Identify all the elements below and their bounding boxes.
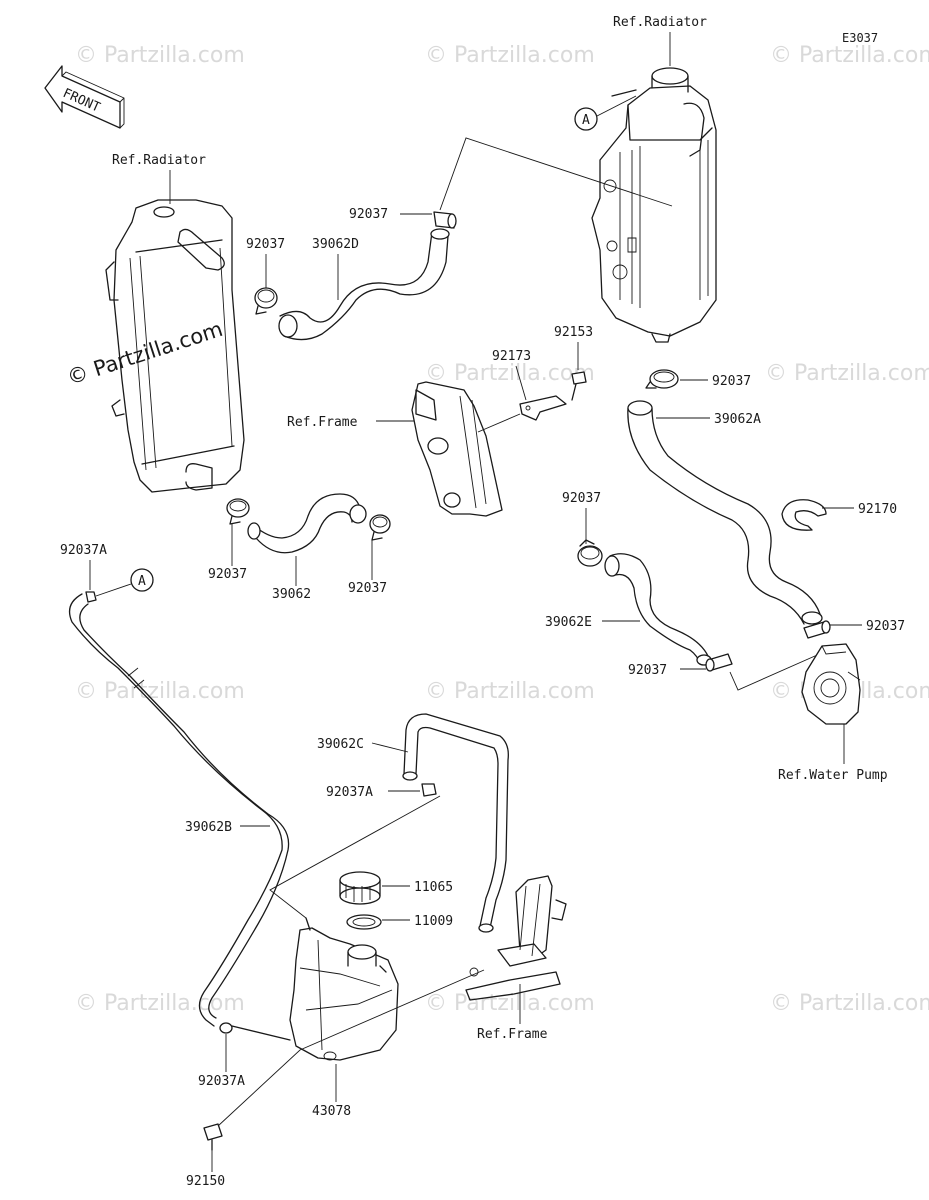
callout-92037-lowleft: 92037 bbox=[208, 567, 247, 582]
callout-43078: 43078 bbox=[312, 1104, 351, 1119]
callout-11009: 11009 bbox=[414, 914, 453, 929]
radiator-right bbox=[591, 67, 717, 343]
callout-92037-pump: 92037 bbox=[866, 619, 905, 634]
hose-joint-92037-top bbox=[433, 211, 457, 229]
hose-joint-92037-hose bbox=[705, 653, 733, 672]
connector-bolt-frame bbox=[217, 969, 485, 1127]
clip-92037a-top bbox=[85, 591, 97, 603]
watermark-9: © Partzilla.com bbox=[75, 991, 245, 1016]
clamp-92037-lowleft bbox=[226, 498, 250, 525]
callout-92150: 92150 bbox=[186, 1174, 225, 1189]
callout-11065: 11065 bbox=[414, 880, 453, 895]
marker-a-left-letter: A bbox=[138, 574, 146, 589]
cap-11065 bbox=[339, 871, 381, 905]
bolt-92150 bbox=[203, 1123, 223, 1151]
clamp-92170 bbox=[781, 499, 827, 531]
bolt-92153 bbox=[571, 371, 587, 401]
callout-92037-left: 92037 bbox=[246, 237, 285, 252]
clamp-92037-lowmid bbox=[369, 514, 391, 541]
clip-92037a-bottom bbox=[219, 1022, 291, 1041]
clamp-92037-right bbox=[645, 369, 679, 389]
watermark-dark: © Partzilla.com bbox=[64, 317, 226, 390]
callout-92153: 92153 bbox=[554, 325, 593, 340]
callout-92037-top: 92037 bbox=[349, 207, 388, 222]
callout-92037-right: 92037 bbox=[712, 374, 751, 389]
watermark-2: © Partzilla.com bbox=[425, 43, 595, 68]
callout-39062D: 39062D bbox=[312, 237, 359, 252]
watermark-7: © Partzilla.com bbox=[425, 679, 595, 704]
ref-radiator-left-label: Ref.Radiator bbox=[112, 153, 206, 168]
marker-a-top: A bbox=[574, 95, 637, 131]
clip-92037a-mid bbox=[421, 783, 437, 797]
water-pump bbox=[801, 643, 861, 725]
ref-water-pump-label: Ref.Water Pump bbox=[778, 768, 888, 783]
hose-39062a bbox=[627, 400, 823, 625]
callout-92037-e: 92037 bbox=[562, 491, 601, 506]
watermark-11: © Partzilla.com bbox=[770, 991, 929, 1016]
hose-39062e bbox=[604, 553, 712, 666]
hose-39062 bbox=[247, 493, 367, 554]
callout-92037A-top: 92037A bbox=[60, 543, 107, 558]
callout-92170: 92170 bbox=[858, 502, 897, 517]
callout-39062A: 39062A bbox=[714, 412, 761, 427]
watermark-3: © Partzilla.com bbox=[770, 43, 929, 68]
hose-39062c bbox=[402, 713, 509, 933]
leader-bracket-frame bbox=[477, 413, 521, 433]
radiator-left bbox=[105, 199, 245, 493]
ref-radiator-right-label: Ref.Radiator bbox=[613, 15, 707, 30]
frame-middle bbox=[411, 381, 503, 517]
frame-bottom bbox=[465, 875, 567, 1001]
callout-39062E: 39062E bbox=[545, 615, 592, 630]
watermark-6: © Partzilla.com bbox=[75, 679, 245, 704]
connector-top-hose bbox=[439, 137, 673, 211]
leader-39062C bbox=[371, 742, 409, 753]
leader-92173 bbox=[515, 365, 527, 401]
hose-joint-92037-pump bbox=[803, 620, 831, 639]
callout-39062C: 39062C bbox=[317, 737, 364, 752]
callout-39062: 39062 bbox=[272, 587, 311, 602]
diagram-code: E3037 bbox=[842, 31, 878, 45]
marker-a-top-letter: A bbox=[582, 113, 590, 128]
watermark-1: © Partzilla.com bbox=[75, 43, 245, 68]
reservoir-tank bbox=[289, 917, 399, 1061]
gasket-11009 bbox=[346, 914, 382, 930]
front-arrow-icon: FRONT bbox=[44, 65, 125, 129]
connector-pump-hose bbox=[729, 651, 825, 691]
marker-a-left: A bbox=[95, 568, 154, 597]
ref-frame-bottom-label: Ref.Frame bbox=[477, 1027, 548, 1042]
hose-39062d bbox=[278, 228, 450, 341]
bracket-92173 bbox=[519, 395, 567, 421]
callout-92037A-bottom: 92037A bbox=[198, 1074, 245, 1089]
watermark-4: © Partzilla.com bbox=[425, 361, 595, 386]
hose-39062b bbox=[68, 593, 290, 1027]
callout-39062B: 39062B bbox=[185, 820, 232, 835]
callout-92037-hose: 92037 bbox=[628, 663, 667, 678]
clamp-92037-left bbox=[254, 287, 278, 315]
clamp-92037-e bbox=[577, 539, 603, 567]
callout-92037-lowmid: 92037 bbox=[348, 581, 387, 596]
connector-tank-hose bbox=[269, 795, 441, 919]
callout-92173: 92173 bbox=[492, 349, 531, 364]
callout-92037A-mid: 92037A bbox=[326, 785, 373, 800]
ref-frame-mid-label: Ref.Frame bbox=[287, 415, 358, 430]
watermark-5: © Partzilla.com bbox=[765, 361, 929, 386]
